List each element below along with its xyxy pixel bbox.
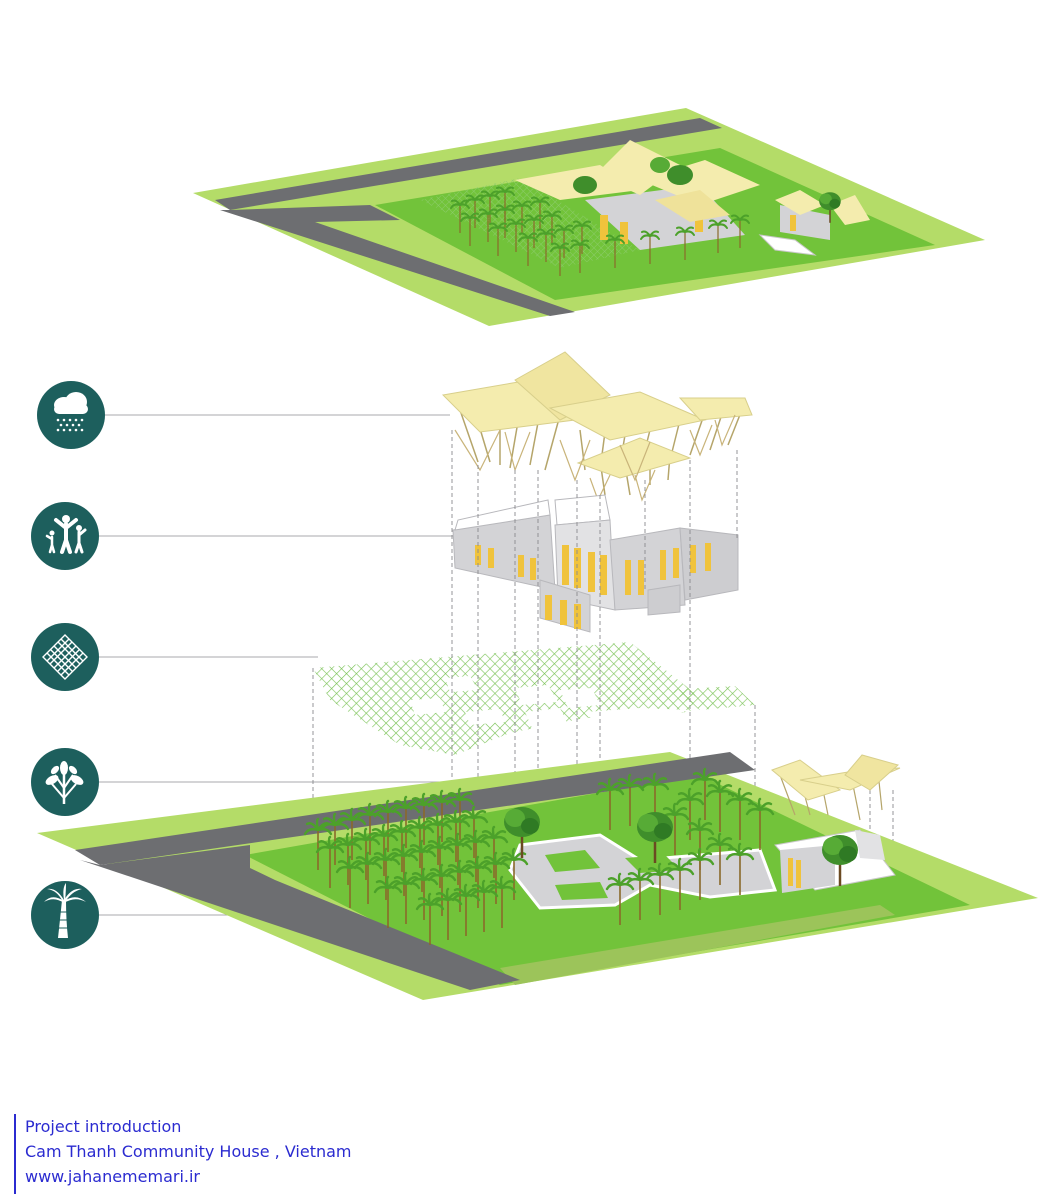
palm-tree-icon	[31, 881, 99, 949]
road-horizontal-top	[215, 118, 722, 210]
lawn-strip	[500, 905, 895, 985]
caption-project-name: Cam Thanh Community House , Vietnam	[25, 1142, 352, 1161]
plaza-paving	[508, 833, 778, 910]
leafy-plant-icon	[31, 748, 99, 816]
roof-layer	[441, 351, 753, 502]
roof-panel-4	[678, 397, 753, 421]
road-vertical	[80, 845, 520, 990]
top-roof-trees	[573, 157, 693, 194]
ground-site-layer	[37, 752, 1038, 1000]
road-vertical-top	[220, 205, 575, 316]
lattice-floor-layer	[313, 642, 755, 755]
family-icon	[31, 502, 99, 570]
rain-cloud-icon	[37, 381, 105, 449]
annex-roof	[771, 754, 901, 821]
project-caption: Project introduction Cam Thanh Community…	[14, 1114, 352, 1194]
lattice-grid-icon	[31, 623, 99, 691]
annex-house-top	[758, 190, 870, 256]
roof-panel-5	[576, 437, 692, 479]
caption-title: Project introduction	[25, 1117, 182, 1136]
walls-layer	[452, 494, 739, 633]
site-overview-axonometric	[193, 108, 985, 326]
caption-website[interactable]: www.jahanememari.ir	[25, 1167, 201, 1186]
